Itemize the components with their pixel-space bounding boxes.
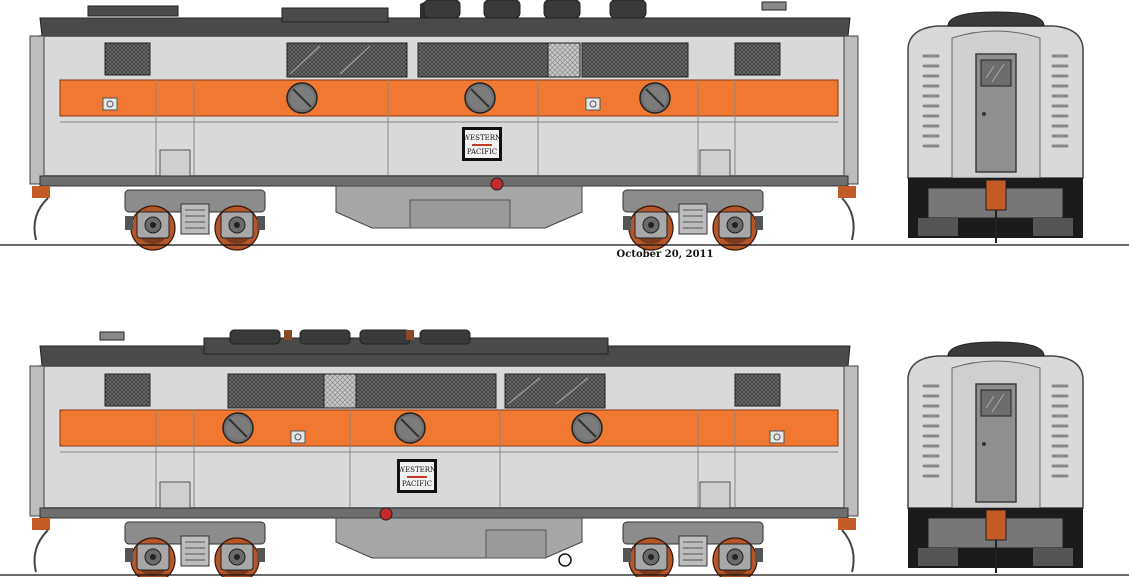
herald-line1: WESTERN — [463, 134, 501, 142]
roof — [39, 17, 851, 37]
western-pacific-herald-lower: WESTERN PACIFIC — [397, 459, 437, 493]
lower-end-view — [906, 340, 1085, 575]
herald-lower-line1: WESTERN — [398, 466, 436, 474]
herald-lower-line2: PACIFIC — [402, 480, 432, 488]
grille — [104, 42, 151, 76]
lower-b-unit: WESTERN PACIFIC — [29, 329, 859, 577]
herald-line2: PACIFIC — [467, 148, 497, 156]
upper-b-unit: WESTERN PACIFIC — [29, 0, 859, 251]
western-pacific-herald: WESTERN PACIFIC — [462, 127, 502, 161]
upper-end-view — [906, 10, 1085, 245]
drawing-date: October 20, 2011 — [616, 249, 714, 260]
orange-stripe — [59, 79, 839, 117]
